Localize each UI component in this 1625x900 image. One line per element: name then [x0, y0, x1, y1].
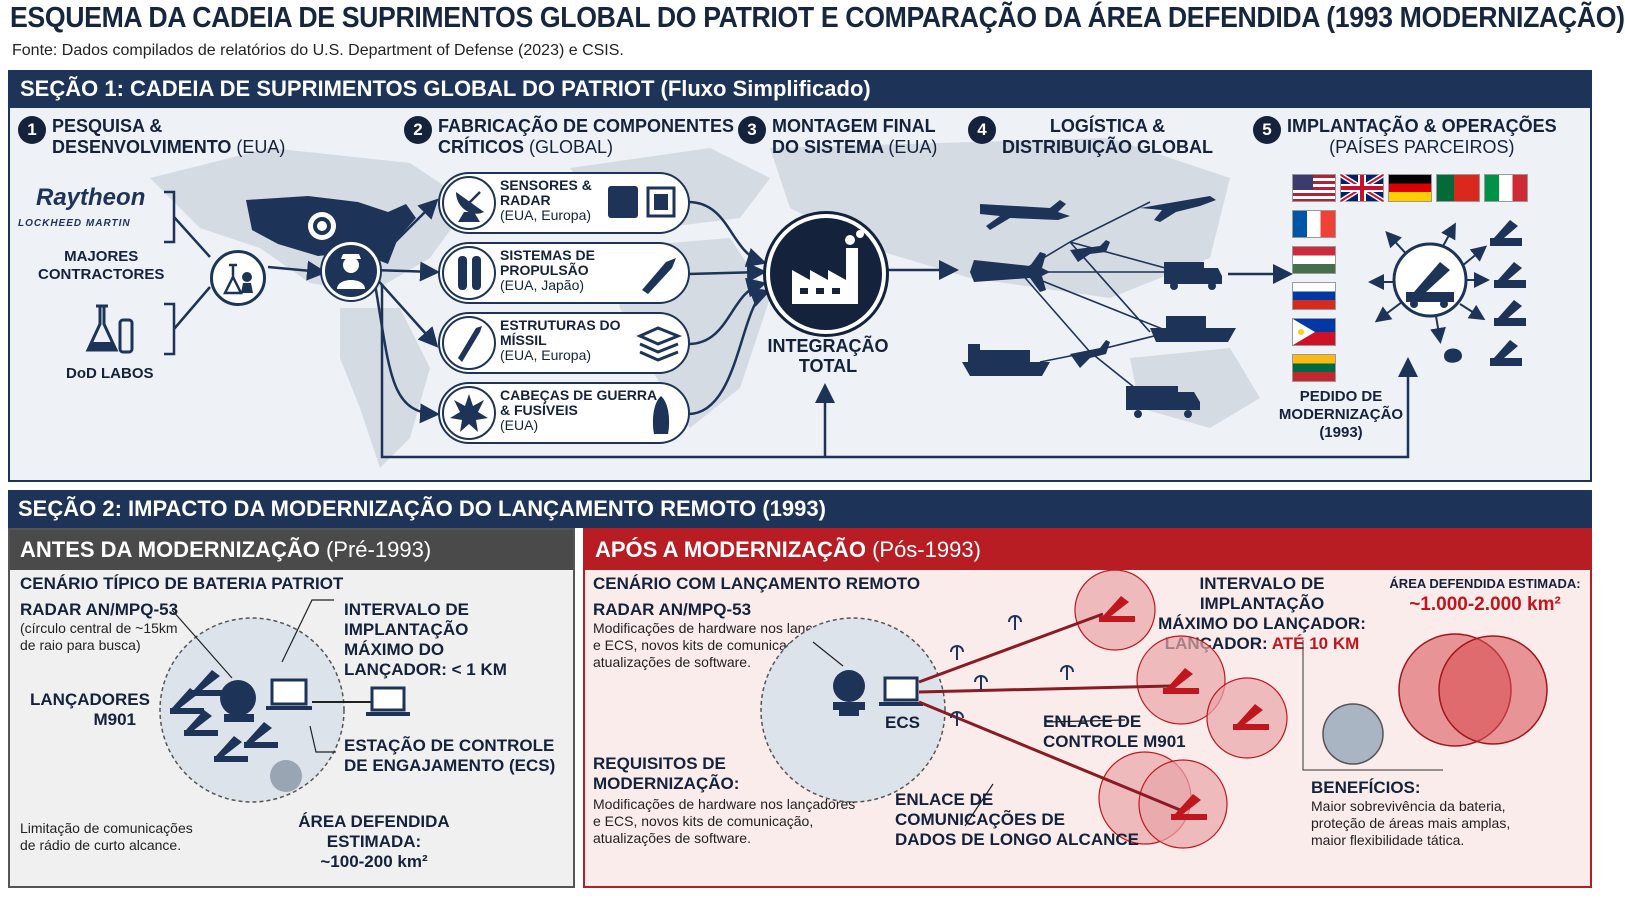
radar-dish-icon: [442, 176, 496, 230]
before-battery-diagram: [159, 599, 410, 803]
after-ecs-label: ECS: [885, 713, 920, 732]
flag-lithuania-icon: [1292, 354, 1336, 382]
flag-france-icon: [1292, 210, 1336, 238]
usa-map-icon: [246, 196, 416, 264]
container-ship-icon: [1150, 328, 1236, 342]
cargo-plane-icon: [980, 200, 1070, 230]
flag-uk-icon: [1339, 172, 1385, 204]
plane-south-icon: [1070, 340, 1110, 368]
before-radar-label: RADAR AN/MPQ-53: [20, 600, 179, 619]
small-plane-icon: [1070, 240, 1110, 262]
propellant-tanks-icon: [442, 246, 496, 300]
page-subtitle: Fonte: Dados compilados de relatórios do…: [12, 42, 624, 59]
warhead-icon: [652, 396, 670, 434]
raytheon-logo: Raytheon: [36, 184, 146, 211]
area-comparison-small-circle: [1322, 703, 1384, 765]
flag-russia-icon: [1292, 282, 1336, 310]
lockheed-martin-logo: LOCKHEED MARTIN: [18, 218, 131, 229]
section2-header: SEÇÃO 2: IMPACTO DA MODERNIZAÇÃO DO LANÇ…: [8, 490, 1592, 528]
layers-icon: [636, 326, 683, 362]
after-remote-launchers: [1099, 596, 1269, 820]
delivery-truck-icon: [1126, 386, 1178, 410]
before-launchers: [170, 670, 312, 762]
after-header: APÓS A MODERNIZAÇÃO (Pós-1993): [585, 530, 1590, 570]
before-defended-area-circle: [270, 760, 302, 792]
after-area-value: ~1.000-2.000 km²: [1409, 594, 1561, 615]
lab-flask-icon: [85, 304, 134, 354]
before-coverage-circle: [159, 617, 345, 803]
after-radar-label: RADAR AN/MPQ-53: [593, 600, 752, 619]
panel-after-modernization: APÓS A MODERNIZAÇÃO (Pós-1993) CENÁRIO C…: [583, 528, 1592, 888]
airplane-icon: [1140, 196, 1216, 222]
section1-header: SEÇÃO 1: CADEIA DE SUPRIMENTOS GLOBAL DO…: [10, 72, 1590, 108]
before-scenario-title: CENÁRIO TÍPICO DE BATERIA PATRIOT: [20, 574, 344, 593]
flag-italy-icon: [1484, 174, 1528, 202]
before-header: ANTES DA MODERNIZAÇÃO (Pré-1993): [10, 530, 573, 570]
after-remote-launch-diagram: ECS: [760, 569, 1548, 849]
truck-icon: [1164, 262, 1204, 284]
area-comparison-large-circles: [1398, 633, 1548, 747]
ecs-monitor-icon: [370, 686, 406, 712]
flag-usa-icon: [1292, 174, 1336, 202]
flag-germany-icon: [1388, 174, 1432, 202]
after-ecs-monitor-icon: [883, 676, 919, 702]
dod-labs-label: DoD LABOS: [66, 365, 154, 382]
after-relay-antennas: [950, 615, 1074, 726]
panel-before-modernization: ANTES DA MODERNIZAÇÃO (Pré-1993) CENÁRIO…: [8, 528, 575, 888]
after-area-label: ÁREA DEFENDIDA ESTIMADA:: [1389, 576, 1581, 591]
flag-philippines-icon: [1292, 318, 1336, 346]
rocket-motor-icon: [642, 258, 676, 294]
component-sensors-radar: SENSORES &RADAR(EUA, Europa): [438, 172, 690, 234]
engineer-icon: [322, 242, 380, 300]
section-supply-chain: SEÇÃO 1: CADEIA DE SUPRIMENTOS GLOBAL DO…: [8, 70, 1592, 482]
chip-icon: [608, 186, 676, 218]
cargo-ship-icon: [962, 362, 1050, 376]
after-benefits-note: Maior sobrevivência da bateria,proteção …: [1311, 798, 1511, 848]
explosion-icon: [442, 386, 496, 440]
after-benefits-title: BENEFÍCIOS:: [1311, 778, 1421, 797]
logistics-transport-icons: [962, 196, 1236, 418]
deployment-network: [1368, 220, 1526, 366]
component-warheads-fuzes: CABEÇAS DE GUERRA& FUSÍVEIS(EUA): [438, 382, 690, 444]
page-title: ESQUEMA DA CADEIA DE SUPRIMENTOS GLOBAL …: [10, 2, 1625, 34]
after-area-comparison: [1302, 640, 1443, 771]
missile-icon: [442, 316, 496, 370]
flag-portugal-icon: [1436, 174, 1480, 202]
research-lab-icon: [210, 250, 266, 306]
jet-icon: [970, 252, 1050, 292]
before-defended-area: ÁREA DEFENDIDA ESTIMADA:~100-200 km²: [298, 812, 450, 871]
after-scenario-title: CENÁRIO COM LANÇAMENTO REMOTO: [593, 574, 921, 593]
factory-integration-icon: [766, 214, 886, 334]
flag-hungary-icon: [1292, 246, 1336, 274]
